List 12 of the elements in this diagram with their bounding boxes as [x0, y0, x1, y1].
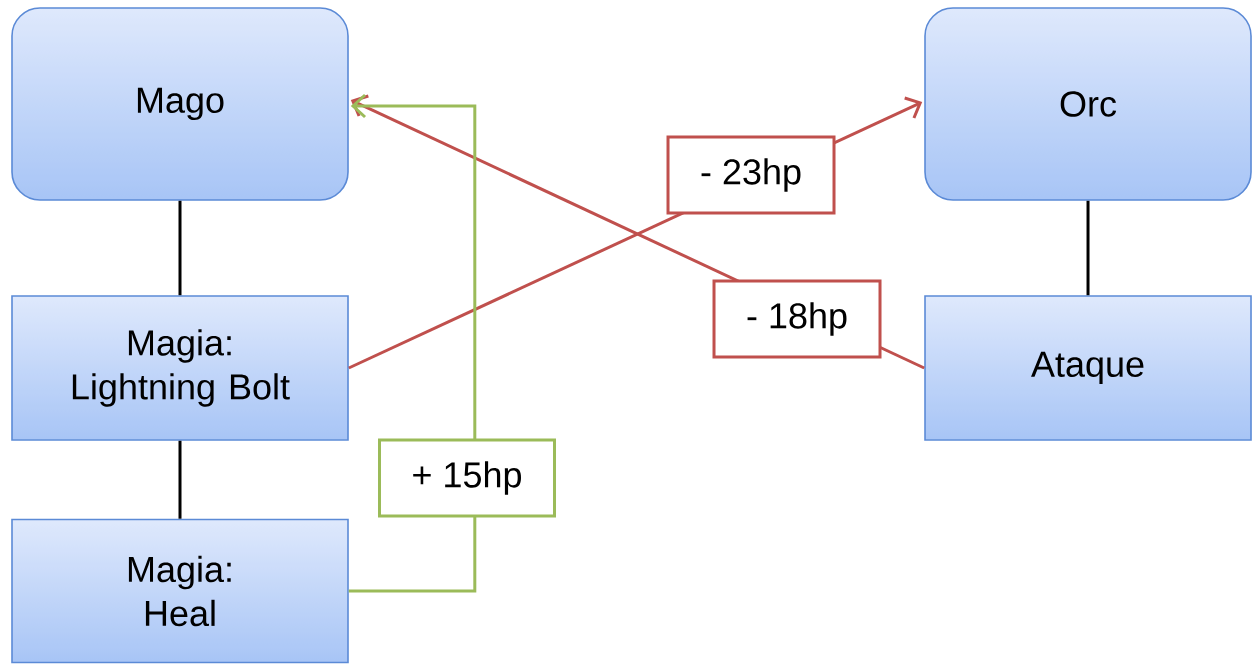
rounded-box: Mago	[11, 7, 349, 201]
connector-line	[1086, 200, 1090, 296]
edge-label: - 18hp	[712, 279, 882, 359]
process-box: Magia: Lightning Bolt	[11, 295, 349, 441]
arrow	[348, 93, 477, 593]
process-box: Magia: Heal	[11, 518, 349, 664]
process-box: Ataque	[924, 295, 1252, 441]
connector-line	[178, 200, 182, 296]
edge-label: + 15hp	[378, 438, 556, 518]
connector-line	[178, 440, 182, 519]
rounded-box: Orc	[924, 7, 1252, 201]
edge-label: - 23hp	[666, 135, 836, 215]
